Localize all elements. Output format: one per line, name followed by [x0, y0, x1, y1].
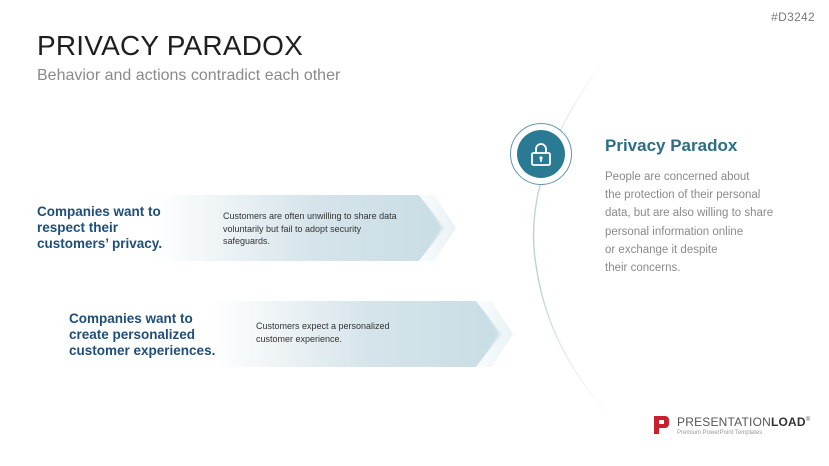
row-1-arrow — [155, 195, 445, 261]
row-2-arrow — [212, 301, 502, 367]
page-subtitle: Behavior and actions contradict each oth… — [37, 67, 341, 84]
slide-code: #D3242 — [771, 10, 815, 24]
paradox-line: or exchange it despite — [605, 243, 718, 256]
lock-badge — [510, 123, 572, 185]
logo-mark-icon — [654, 416, 669, 434]
lock-icon — [531, 143, 551, 166]
paradox-line: their concerns. — [605, 262, 681, 275]
paradox-line: personal information online — [605, 225, 744, 238]
row-2-text: Customers expect a personalized customer… — [256, 321, 390, 344]
row-2-label: Companies want to create personalized cu… — [69, 311, 216, 358]
paradox-line: the protection of their personal — [605, 189, 761, 202]
row-1-label: Companies want to respect their customer… — [37, 204, 163, 251]
page-title: PRIVACY PARADOX — [37, 30, 303, 61]
paradox-line: data, but are also willing to share — [605, 207, 774, 220]
row-1-text: Customers are often unwilling to share d… — [223, 211, 397, 246]
paradox-description: People are concerned about the protectio… — [605, 168, 805, 277]
logo-name-regular: PRESENTATION — [677, 414, 771, 429]
paradox-line: People are concerned about — [605, 171, 750, 183]
paradox-heading: Privacy Paradox — [605, 136, 738, 155]
presentationload-logo: PRESENTATIONLOAD® Premium PowerPoint Tem… — [652, 414, 810, 436]
logo-tagline: Premium PowerPoint Templates — [677, 429, 763, 436]
logo-name-bold: LOAD — [770, 414, 806, 429]
logo-registered: ® — [805, 416, 811, 423]
